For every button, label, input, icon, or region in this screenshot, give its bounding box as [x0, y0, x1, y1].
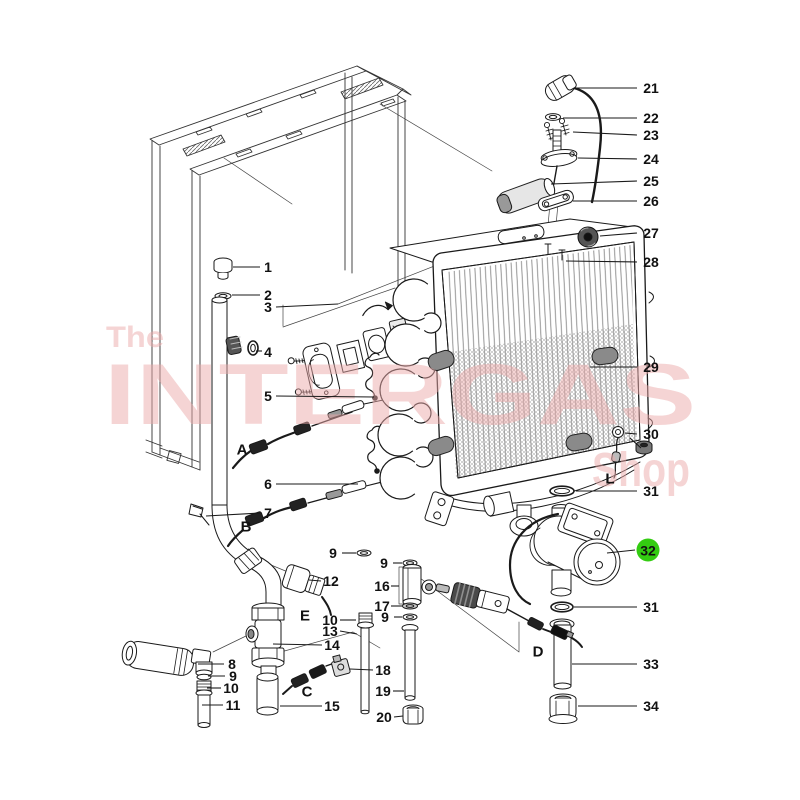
o-ring-part-31-bottom [550, 601, 574, 613]
burner-rail [497, 224, 545, 245]
pipe-part-15 [256, 672, 279, 716]
dip-tube-column [356, 549, 374, 715]
valve-assembly-part-8 [121, 640, 213, 728]
electrode-cable-A [231, 396, 392, 470]
pump-connection-flange [509, 504, 539, 537]
nut-part-20 [402, 704, 424, 725]
gas-valve-column [401, 559, 450, 725]
clamp-part-18 [331, 654, 351, 677]
tee-valve-part-14 [245, 602, 285, 676]
o-ring-part-9 [402, 613, 418, 621]
union-nut [234, 547, 263, 574]
pump-cable [508, 512, 560, 606]
heat-exchanger [377, 218, 655, 537]
sensor-assembly-D [450, 582, 583, 648]
electrode-cable-C [282, 660, 341, 695]
grommet-part-27 [577, 226, 599, 248]
cabinet-frame-wireframe [145, 65, 412, 471]
circulation-pump-part-32 [508, 502, 621, 606]
tee-part-16 [402, 564, 450, 606]
washer-part-17 [402, 602, 418, 610]
sensor-part-12 [281, 564, 332, 616]
pipe-part-11 [197, 694, 211, 728]
gasket-part-26 [537, 189, 574, 212]
fitting-part-10 [195, 680, 213, 697]
o-ring-part-9 [196, 673, 212, 681]
pipe-part-19 [401, 624, 419, 701]
retaining-spring-wires [364, 352, 382, 474]
screws-part-23 [543, 117, 570, 141]
terminal-box [557, 502, 614, 547]
ignition-cable [572, 86, 603, 204]
vertical-pipe [211, 299, 228, 506]
o-ring-part-9 [356, 549, 372, 557]
fitting-part-10 [357, 612, 374, 629]
ignition-electrode-set [496, 74, 603, 214]
ring-part-22 [545, 113, 561, 121]
left-pipe-assembly [188, 257, 285, 716]
nut-part-34 [548, 693, 578, 724]
cap-part-1 [213, 257, 233, 280]
bottom-bracket [424, 491, 455, 527]
rotation-arrow [362, 301, 393, 317]
sight-glass-plate [302, 342, 341, 400]
stud-pins-part-28 [544, 243, 566, 261]
bottom-port [483, 491, 515, 517]
gasket-square [336, 339, 366, 373]
sensor-pocket-part-25 [496, 178, 556, 214]
plug-boot-part-21 [544, 74, 577, 101]
glass-frame [362, 327, 391, 362]
bushing-part-4 [225, 335, 259, 356]
pipe-clip-part-7 [188, 503, 210, 526]
o-ring-part-31-top [549, 485, 575, 497]
mounting-screw [294, 388, 314, 396]
nut-part-30 [635, 440, 653, 455]
tube-bends [377, 278, 442, 500]
mounting-screw [287, 357, 306, 365]
pipe-part-13 [360, 627, 370, 713]
